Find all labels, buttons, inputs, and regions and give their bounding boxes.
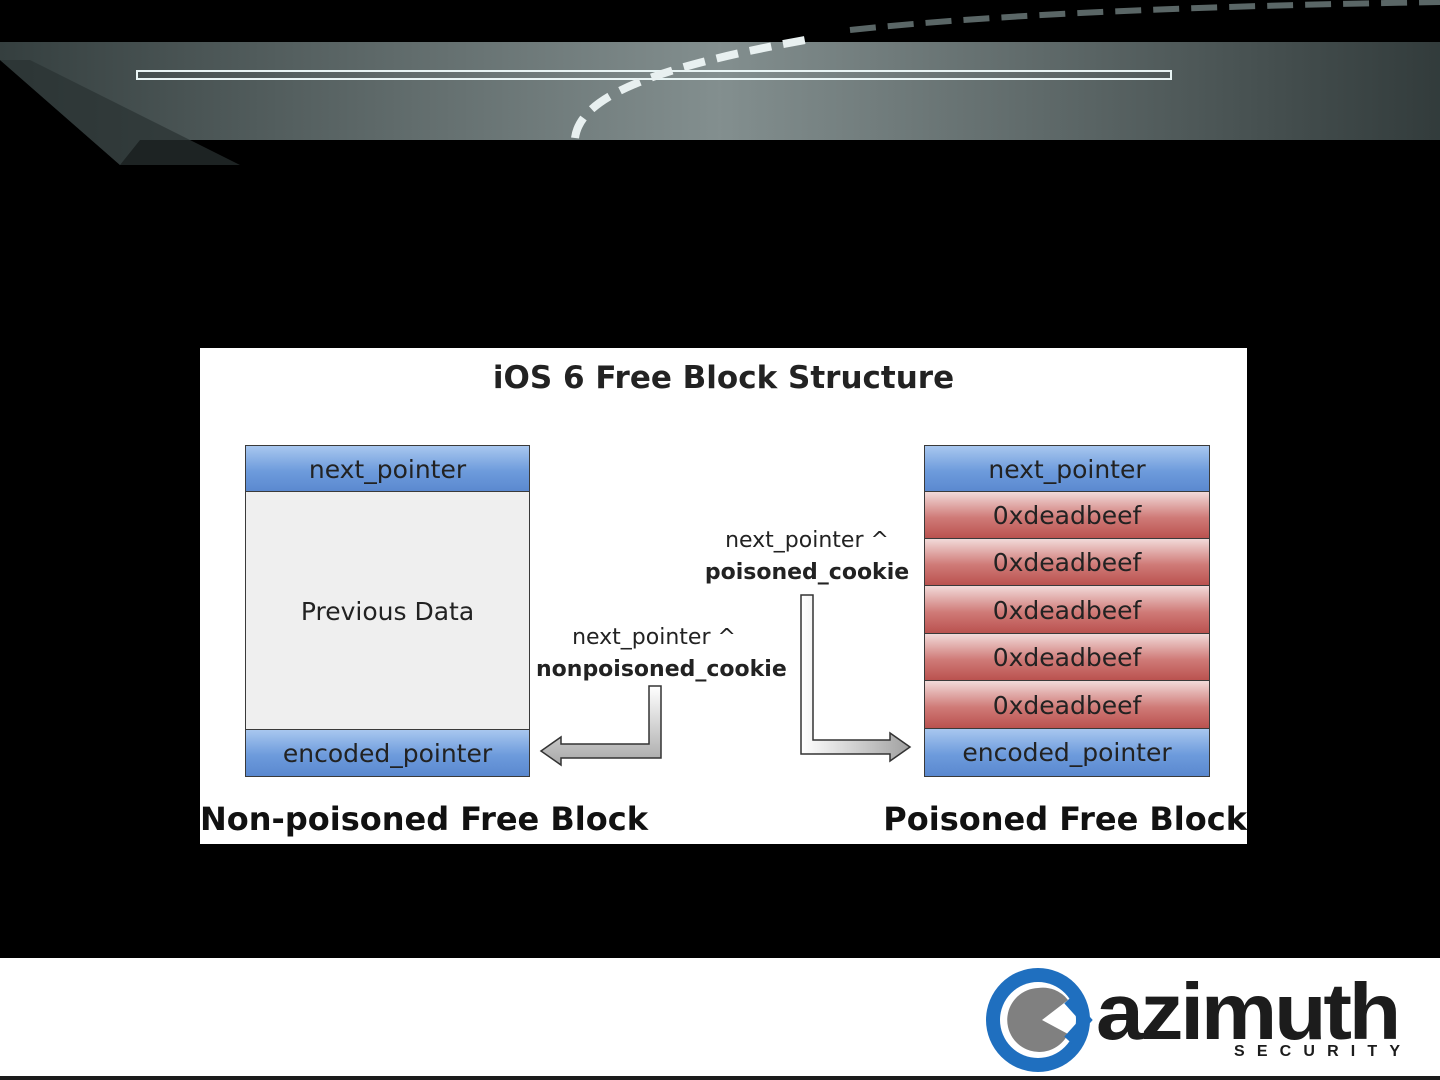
diagram-panel: iOS 6 Free Block Structure next_pointer … bbox=[200, 348, 1247, 844]
left-next-pointer-cell: next_pointer bbox=[245, 445, 530, 493]
deadbeef-cell: 0xdeadbeef bbox=[924, 633, 1210, 682]
logo-wordmark: azimuth bbox=[1096, 967, 1398, 1056]
deadbeef-cell: 0xdeadbeef bbox=[924, 585, 1210, 635]
left-note-line2: nonpoisoned_cookie bbox=[536, 657, 787, 682]
diagram-title: iOS 6 Free Block Structure bbox=[492, 360, 955, 396]
deadbeef-cell: 0xdeadbeef bbox=[924, 680, 1210, 730]
right-xor-note: next_pointer ^ poisoned_cookie bbox=[696, 525, 918, 589]
right-arrow bbox=[800, 594, 912, 763]
right-note-line1: next_pointer ^ bbox=[725, 528, 889, 553]
deadbeef-cell: 0xdeadbeef bbox=[924, 538, 1210, 587]
arrows-layer bbox=[539, 594, 912, 767]
header-decoration bbox=[0, 0, 1440, 165]
deadbeef-cell: 0xdeadbeef bbox=[924, 491, 1210, 540]
left-encoded-pointer-cell: encoded_pointer bbox=[245, 729, 530, 777]
left-caption: Non-poisoned Free Block bbox=[200, 800, 648, 838]
azimuth-security-logo: azimuth SECURITY bbox=[986, 967, 1401, 1072]
left-xor-note: next_pointer ^ nonpoisoned_cookie bbox=[536, 622, 787, 686]
footer-bar bbox=[0, 958, 1440, 1080]
previous-data-cell: Previous Data bbox=[245, 491, 530, 731]
right-caption: Poisoned Free Block bbox=[883, 800, 1247, 838]
right-next-pointer-cell: next_pointer bbox=[924, 445, 1210, 493]
left-arrow bbox=[539, 685, 662, 767]
right-note-line2: poisoned_cookie bbox=[704, 560, 910, 585]
footer-divider bbox=[0, 1076, 1440, 1080]
right-encoded-pointer-cell: encoded_pointer bbox=[924, 728, 1210, 777]
left-note-line1: next_pointer ^ bbox=[572, 625, 736, 650]
